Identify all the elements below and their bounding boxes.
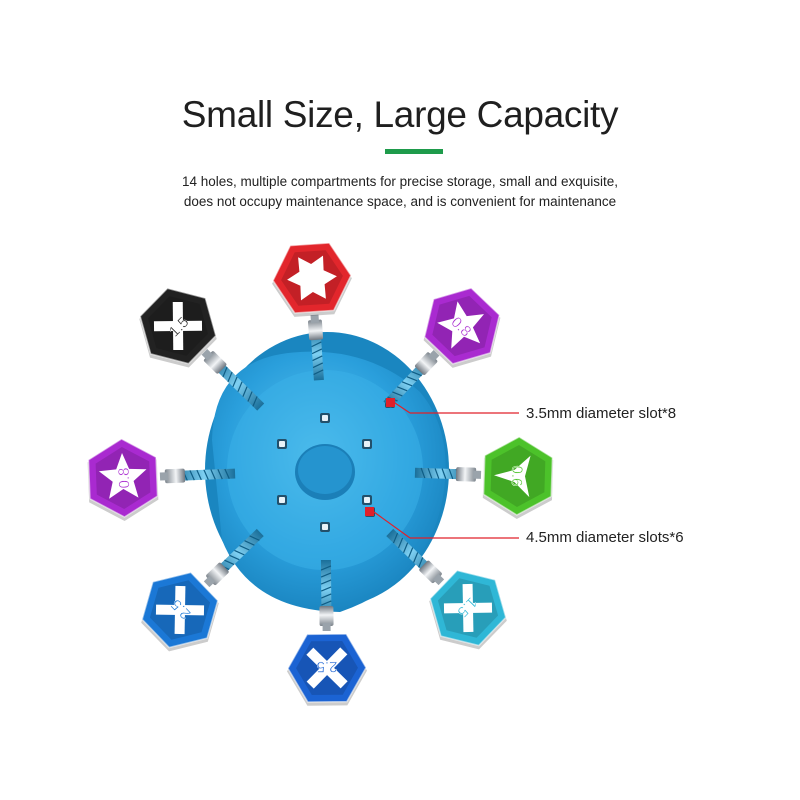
holder-base [205, 332, 449, 612]
bit-size-label: T1 [303, 270, 322, 288]
phillips-icon [443, 583, 493, 633]
bit-size-label: 2.5 [316, 658, 337, 675]
bit-8: 1.5 [139, 287, 265, 411]
bit-6: 2.5 [141, 528, 264, 652]
description-line-1: 14 holes, multiple compartments for prec… [182, 174, 618, 189]
callout-small-slot [386, 398, 519, 414]
tri-wing-icon [494, 455, 531, 498]
title-underline [385, 149, 443, 154]
bit-2: 0.8 [383, 287, 501, 409]
bit-5: 2.5 [287, 559, 367, 706]
marker-small-slot [386, 398, 395, 407]
bit-4: 1.5 [386, 528, 507, 650]
phillips-icon [306, 647, 348, 689]
bit-1: T1 [272, 242, 352, 381]
torx-icon [287, 255, 337, 301]
bit-3: 0.6 [414, 436, 554, 519]
description: 14 holes, multiple compartments for prec… [0, 172, 800, 212]
pentalobe-icon [437, 301, 484, 349]
description-line-2: does not occupy maintenance space, and i… [183, 194, 617, 209]
screwdriver-bits: T1 0.8 0.6 1.5 2.5 2.5 0.8 1.5 [87, 242, 554, 706]
bit-7: 0.8 [87, 438, 236, 521]
bit-size-label: 0.8 [116, 467, 134, 489]
phillips-icon [155, 585, 205, 635]
phillips-icon [153, 301, 203, 351]
callout-large-slot-label: 4.5mm diameter slots*6 [526, 529, 684, 546]
pentalobe-icon [98, 453, 147, 499]
page-title: Small Size, Large Capacity [181, 94, 619, 135]
callout-small-slot-label: 3.5mm diameter slot*8 [526, 405, 677, 422]
callout-large-slot [365, 507, 519, 539]
bit-size-label: 0.6 [508, 465, 526, 486]
marker-large-slot [365, 507, 374, 516]
